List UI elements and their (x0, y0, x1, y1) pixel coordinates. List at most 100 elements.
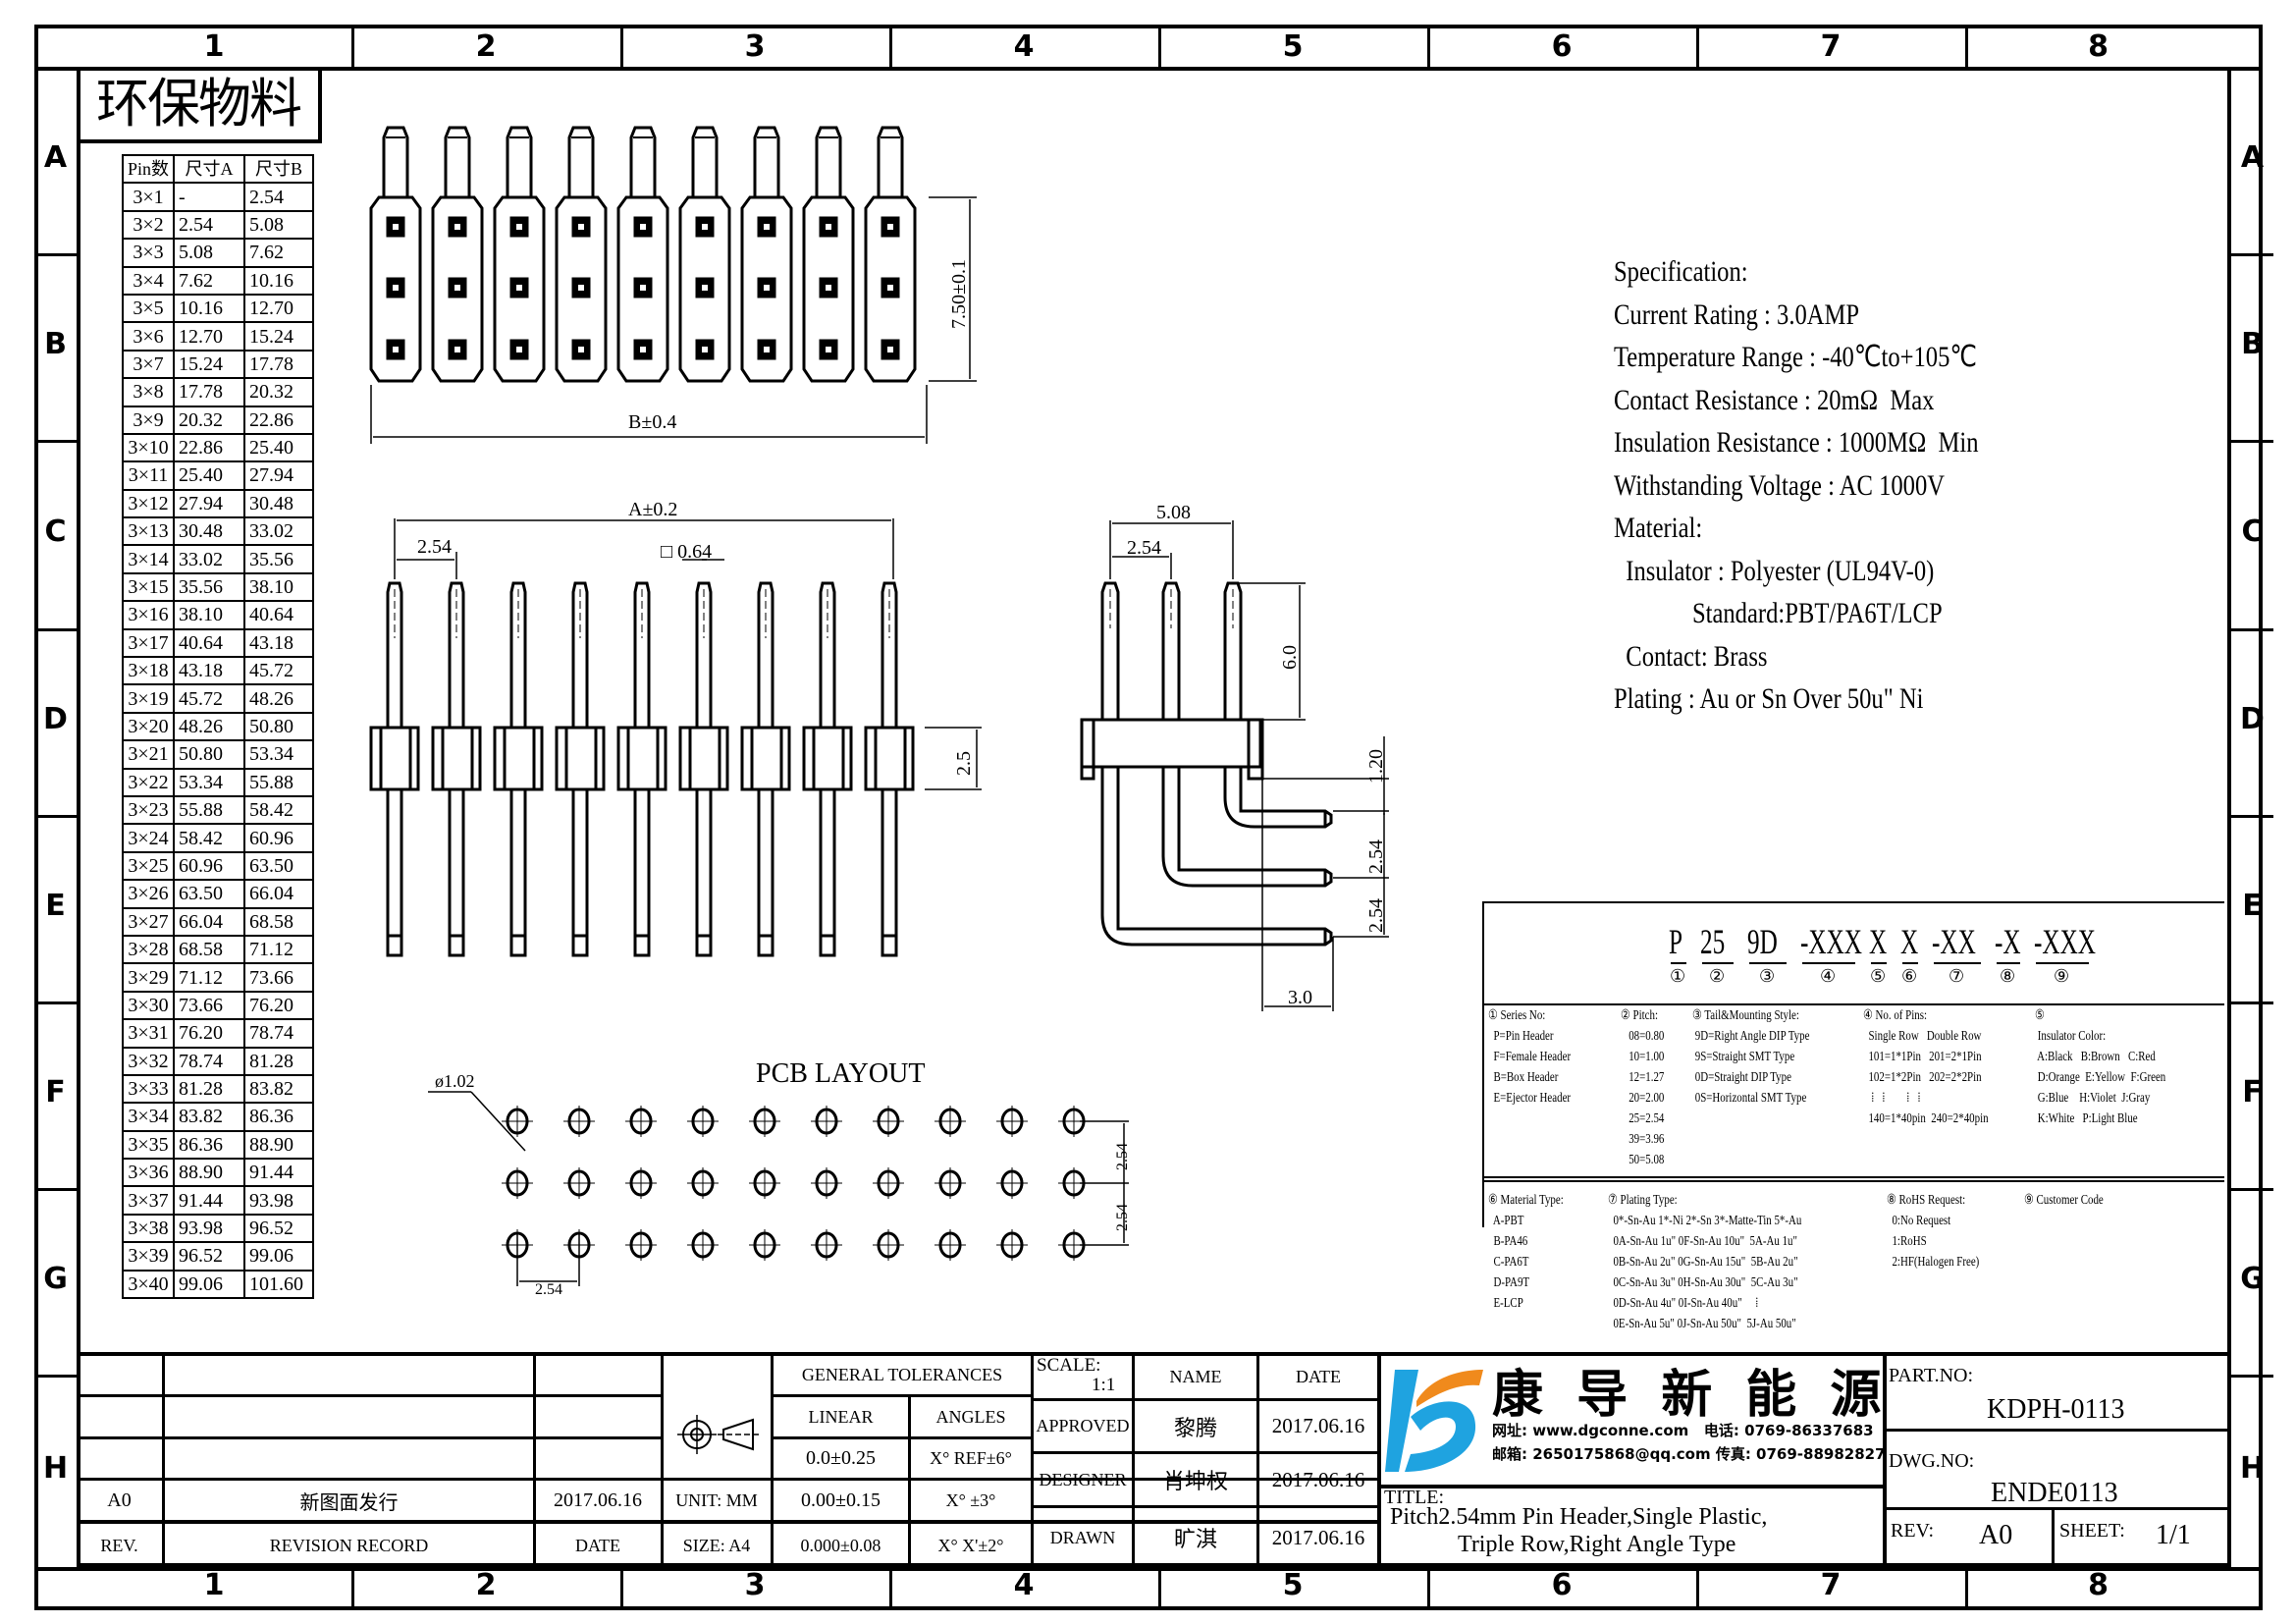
dim-side-row2: 2.54 (1365, 898, 1387, 933)
dim-a-cell: 22.86 (173, 432, 246, 463)
dim-a-cell: 33.02 (173, 544, 246, 574)
pin-lower (757, 790, 774, 957)
pin-square-inner (393, 224, 399, 230)
dim-a-cell: 53.34 (173, 767, 246, 797)
rev-label: REV: (1891, 1520, 1935, 1542)
pin-count-cell: 3×5 (121, 293, 176, 324)
dim-a-cell: 48.26 (173, 711, 246, 742)
pin-count-cell: 3×26 (121, 879, 176, 909)
dim-b-cell: 15.24 (243, 321, 315, 352)
pin-count-cell: 3×36 (121, 1158, 176, 1188)
pn-segment-number: ⑦ (1949, 966, 1965, 986)
dim-b-cell: 45.72 (243, 656, 315, 686)
side-body-right-lip (1247, 718, 1264, 781)
pin-upper (757, 581, 774, 727)
zone-row-F: F (2242, 1075, 2263, 1110)
side-pin-bent (1223, 767, 1333, 829)
zone-tick (2231, 815, 2273, 818)
pn-segment-text: -XX (1932, 922, 1976, 961)
zone-tick (34, 1188, 77, 1191)
pcb-layout (502, 1106, 1090, 1261)
pin-upper (881, 581, 898, 727)
zone-tick (1427, 25, 1430, 69)
dim-a-cell: 71.12 (173, 962, 246, 993)
pin-count-cell: 3×39 (121, 1241, 176, 1272)
spec-line: Plating : Au or Sn Over 50u" Ni (1614, 682, 1924, 715)
approval-name: 黎腾 (1173, 1416, 1217, 1441)
pin-top (753, 126, 780, 196)
housing-cell (555, 195, 608, 383)
zone-col-6: 6 (1551, 29, 1573, 64)
title-label: TITLE: (1384, 1487, 1445, 1508)
side-pin-upper (1223, 581, 1243, 720)
company-logo (1385, 1370, 1483, 1472)
name-header: NAME (1169, 1366, 1222, 1386)
pin-square-inner (702, 285, 708, 291)
dim-a-cell: 91.44 (173, 1185, 246, 1216)
zone-row-B: B (2241, 327, 2264, 361)
legend-tail: ③ Tail&Mounting Style: 9D=Right Angle DI… (1692, 1008, 1810, 1106)
zone-row-H: H (2239, 1451, 2266, 1486)
pin-square-inner (640, 285, 646, 291)
pin-upper (819, 581, 836, 727)
zone-col-7: 7 (1820, 29, 1842, 64)
dim-side-top: 6.0 (1279, 645, 1301, 670)
zone-tick (1158, 25, 1161, 69)
zone-col-1: 1 (203, 1568, 225, 1602)
pn-segment-text: 25 (1700, 922, 1726, 961)
legend-series: ① Series No: P=Pin Header F=Female Heade… (1488, 1008, 1572, 1106)
legend-material: ⑥ Material Type: A-PBT B-PA46 C-PA6T D-P… (1488, 1193, 1564, 1311)
dim-b-width: B±0.4 (628, 411, 676, 433)
pn-segment: -XX ⑦ (1932, 921, 1995, 986)
legend-pins: ④ No. of Pins: Single Row Double Row 101… (1863, 1008, 1989, 1126)
third-angle-projection-icon (677, 1415, 761, 1454)
pin-count-cell: 3×14 (121, 544, 176, 574)
dim-b-cell: 50.80 (243, 711, 315, 742)
body-segment (864, 726, 915, 791)
zone-tick (34, 815, 77, 818)
body-segment (740, 726, 791, 791)
zone-tick (889, 25, 892, 69)
dim-b-cell: 33.02 (243, 516, 315, 547)
zone-tick (2231, 1375, 2273, 1378)
pin-square-inner (516, 347, 522, 352)
pin-top (567, 126, 595, 196)
dim-a-cell: 63.50 (173, 879, 246, 909)
zone-tick (620, 1567, 623, 1610)
dim-pin-size: □ 0.64 (661, 541, 712, 563)
zone-row-A: A (2240, 140, 2265, 175)
dim-b-cell: 43.18 (243, 627, 315, 659)
zone-tick (34, 1375, 77, 1378)
pin-count-cell: 3×23 (121, 794, 176, 826)
zone-row-B: B (44, 327, 67, 361)
pcb-dim-y1: 2.54 (1114, 1143, 1131, 1170)
dim-b-cell: 73.66 (243, 962, 315, 993)
side-view (1080, 581, 1333, 947)
dim-side-total: 5.08 (1156, 502, 1191, 523)
legend-plating: ⑦ Plating Type: 0*-Sn-Au 1*-Ni 2*-Sn 3*-… (1608, 1193, 1802, 1331)
sheet-value: 1/1 (2156, 1520, 2191, 1550)
dim-a-cell: 17.78 (173, 377, 246, 407)
pn-segment-number: ⑧ (2000, 966, 2016, 986)
dim-b-cell: 91.44 (243, 1158, 315, 1188)
pn-segment-number: ② (1709, 966, 1726, 986)
pn-segment-text: -XXX (1800, 922, 1862, 961)
dim-a-cell: 66.04 (173, 906, 246, 937)
pin-count-cell: 3×2 (121, 209, 176, 241)
pin-count-cell: 3×31 (121, 1018, 176, 1049)
dim-a-cell: 83.82 (173, 1102, 246, 1132)
housing-cell (678, 195, 731, 383)
dim-a-cell: 43.18 (173, 656, 246, 686)
pin-count-cell: 3×7 (121, 349, 176, 380)
zone-row-H: H (42, 1451, 69, 1486)
